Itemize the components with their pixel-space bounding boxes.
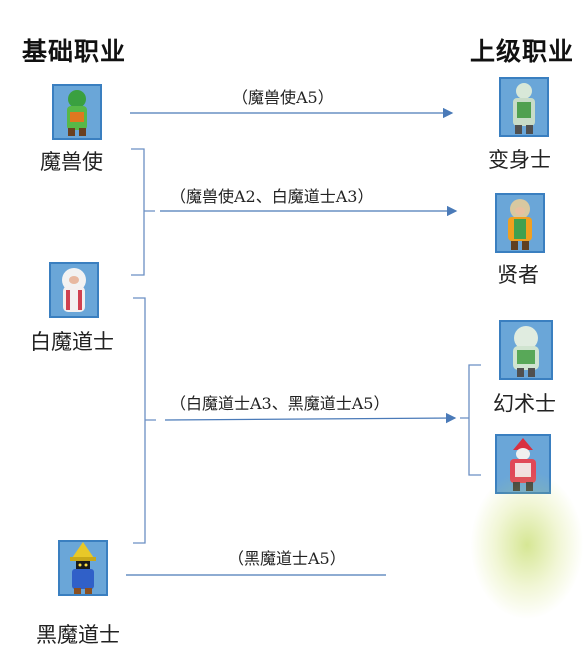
illusionist-sprite bbox=[499, 320, 553, 380]
bracket-beast-white bbox=[131, 148, 155, 276]
advanced-jobs-heading: 上级职业 bbox=[470, 37, 575, 66]
white-mage-sprite bbox=[49, 262, 99, 318]
sage-sprite bbox=[495, 193, 545, 253]
arrow-label-black-to-unknown: （黑魔道士A5） bbox=[228, 549, 346, 568]
arrow-to-illusionist-group bbox=[164, 412, 457, 424]
sage-label: 贤者 bbox=[497, 263, 539, 287]
shapeshifter-sprite bbox=[499, 77, 549, 137]
illusionist-label: 幻术士 bbox=[493, 392, 556, 416]
arrow-label-to-illusionist-group: （白魔道士A3、黑魔道士A5） bbox=[170, 394, 390, 413]
beast-tamer-label: 魔兽使 bbox=[40, 150, 103, 174]
arrow-label-to-sage: （魔兽使A2、白魔道士A3） bbox=[170, 187, 374, 206]
black-mage-label: 黑魔道士 bbox=[36, 623, 120, 647]
black-mage-sprite bbox=[58, 540, 108, 596]
arrow-label-beast-to-shapeshifter: （魔兽使A5） bbox=[232, 88, 334, 107]
white-mage-label: 白魔道士 bbox=[30, 330, 114, 354]
beast-tamer-sprite bbox=[52, 84, 102, 140]
glow-effect bbox=[470, 470, 584, 620]
basic-jobs-heading: 基础职业 bbox=[22, 37, 127, 66]
bracket-white-black bbox=[133, 297, 156, 544]
shapeshifter-label: 变身士 bbox=[488, 148, 551, 172]
bracket-illusionist-group bbox=[460, 364, 481, 476]
